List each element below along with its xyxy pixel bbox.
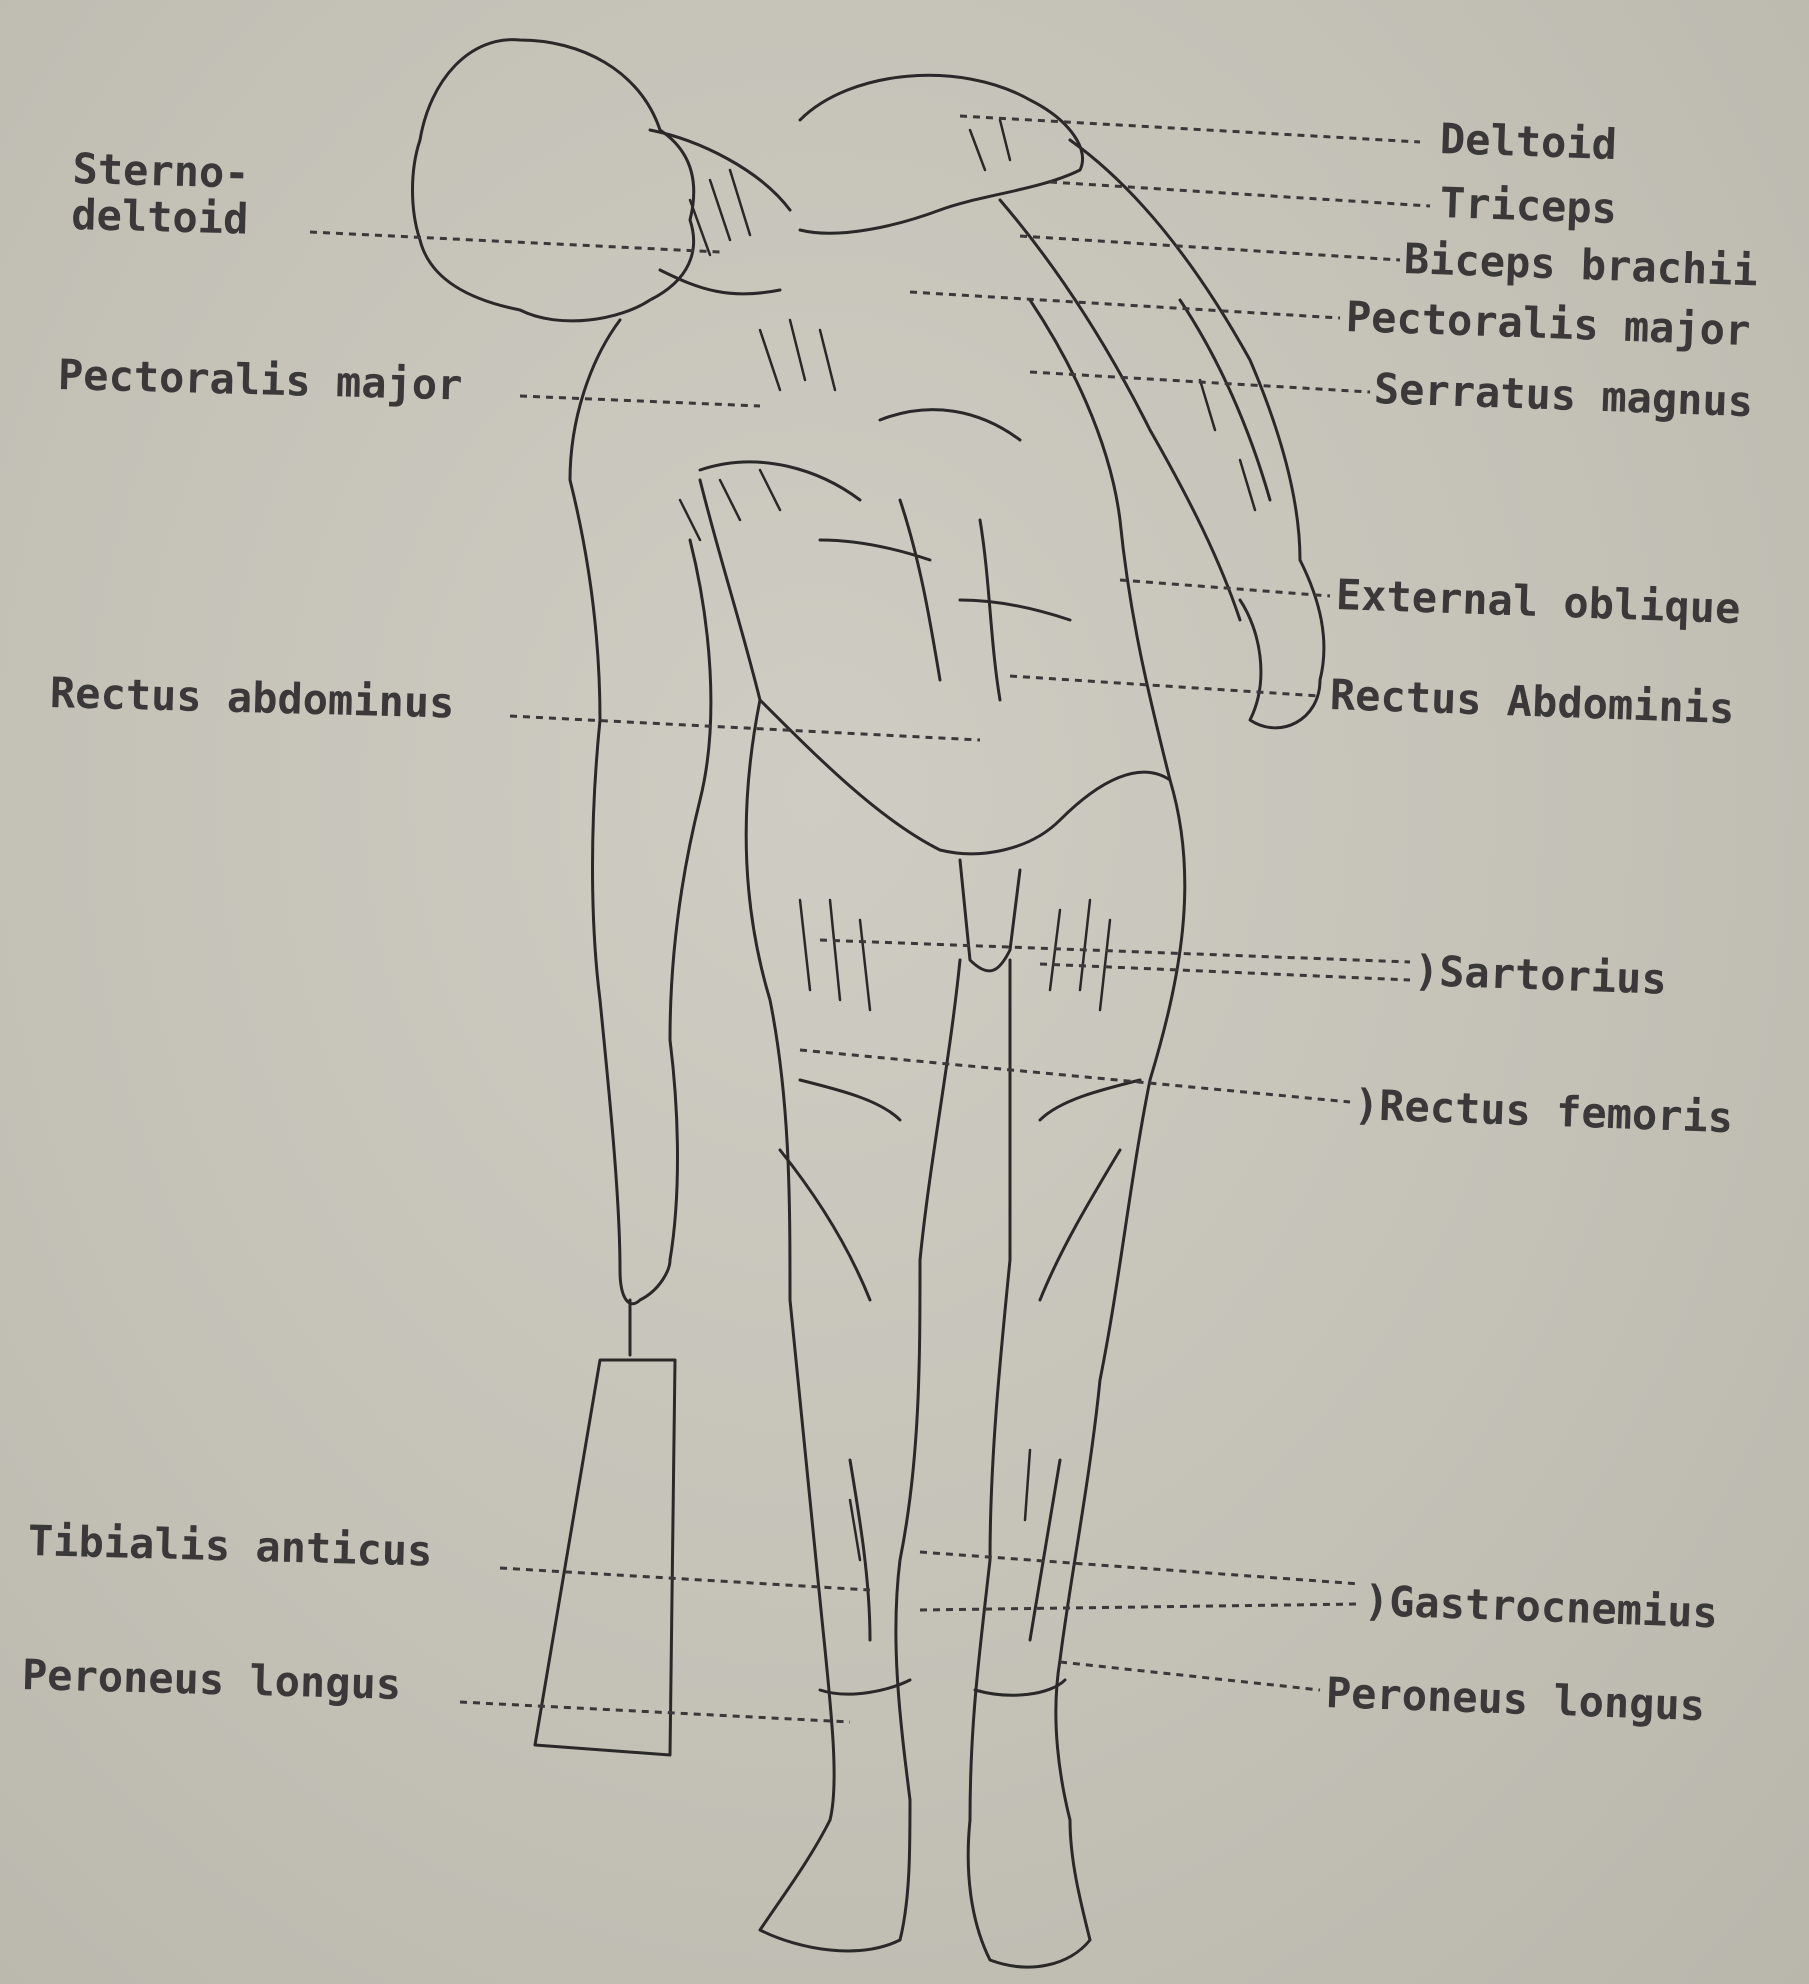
leader-peroneus-right	[1060, 1662, 1320, 1690]
label-sartorius: )Sartorius	[1413, 948, 1667, 1003]
leader-sartorius-2	[1040, 964, 1410, 980]
label-peroneus-longus-left: Peroneus longus	[21, 1652, 401, 1708]
left-fist	[620, 1260, 670, 1304]
right-arm-inner	[1000, 200, 1240, 620]
leader-deltoid	[960, 116, 1420, 142]
pelvis	[760, 700, 1170, 854]
weight-block	[535, 1360, 675, 1755]
right-fist	[1240, 560, 1324, 728]
head-outline	[413, 40, 694, 321]
leader-pectoralis-right	[910, 292, 1340, 318]
label-deltoid: Deltoid	[1439, 116, 1618, 168]
leader-triceps	[1050, 182, 1430, 206]
label-pectoralis-major-left: Pectoralis major	[57, 352, 463, 409]
leader-gastrocnemius-1	[920, 1552, 1360, 1584]
label-tibialis-anticus: Tibialis anticus	[27, 1518, 433, 1575]
leader-sartorius-1	[820, 940, 1410, 962]
left-foot	[760, 1800, 910, 1951]
leader-pectoralis-left	[520, 396, 760, 406]
right-ankle	[975, 1680, 1065, 1695]
left-leg-outer	[746, 700, 834, 1820]
right-shoulder	[800, 75, 1083, 233]
leader-sternodeltoid	[310, 232, 720, 252]
torso-right	[1030, 300, 1170, 780]
leader-rectus-femoris	[800, 1050, 1350, 1102]
right-foot	[968, 1820, 1090, 1967]
groin	[960, 860, 1020, 971]
label-sternodeltoid: Sterno- deltoid	[71, 146, 250, 243]
left-leg-inner	[896, 960, 960, 1800]
leader-biceps	[1020, 236, 1400, 260]
leader-peroneus-left	[460, 1702, 850, 1722]
label-rectus-abdominus-left: Rectus abdominus	[49, 670, 455, 727]
left-arm-outer	[570, 320, 620, 1270]
leader-rectus-right	[1010, 676, 1320, 696]
neck-left	[650, 130, 790, 210]
left-arm-inner	[670, 540, 711, 1260]
label-triceps: Triceps	[1439, 180, 1618, 232]
leader-rectus-left	[510, 716, 980, 740]
leader-tibialis	[500, 1568, 870, 1590]
